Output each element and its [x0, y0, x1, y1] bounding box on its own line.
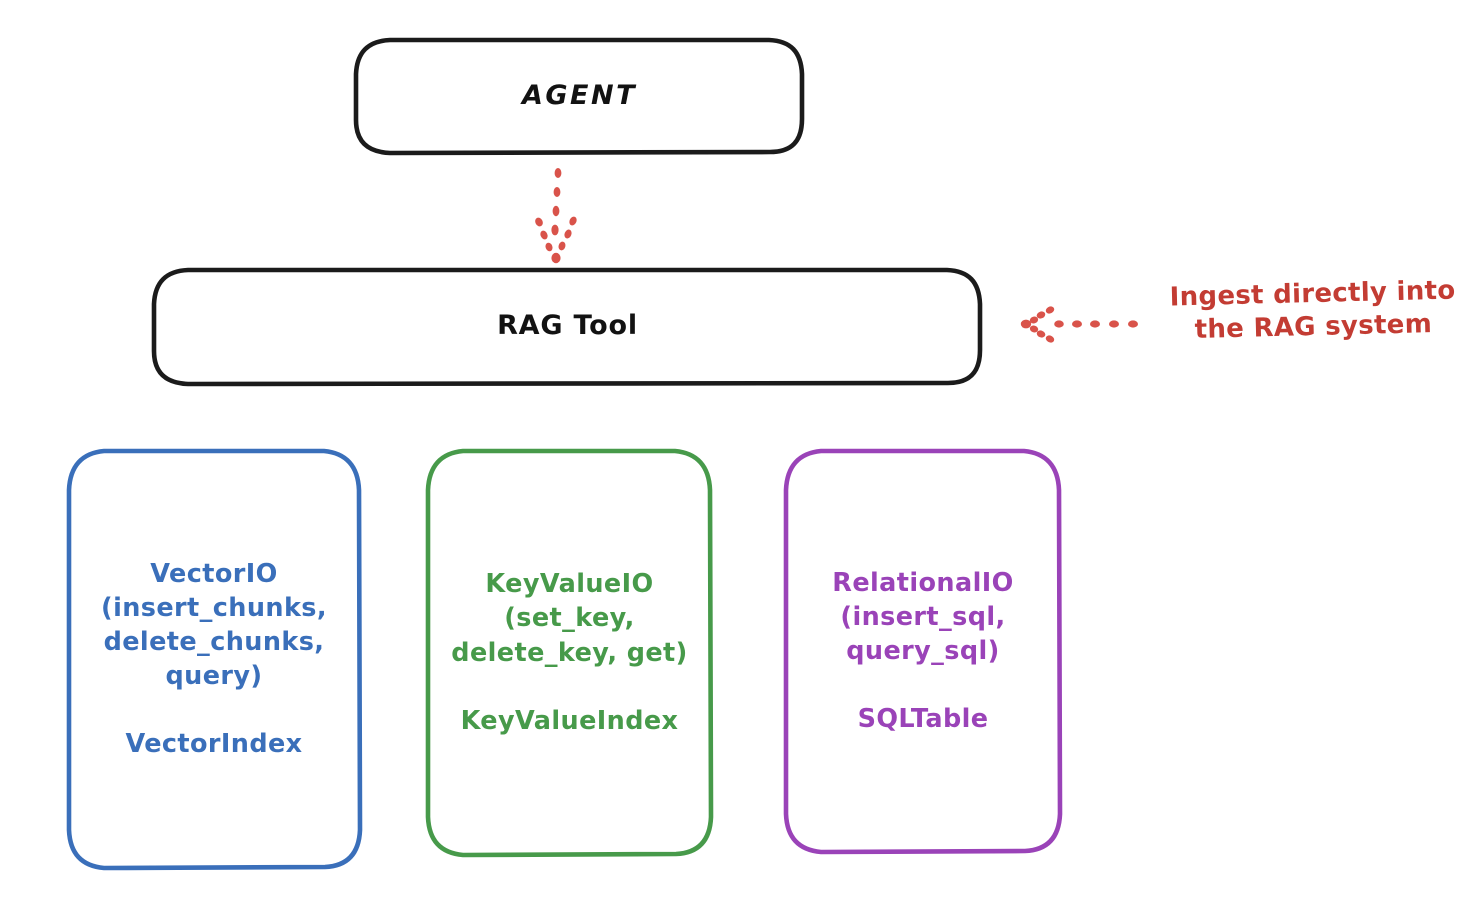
- relational-io-node[interactable]: RelationalIO (insert_sql, query_sql) SQL…: [786, 450, 1060, 852]
- rag-tool-label: RAG Tool: [497, 310, 638, 342]
- key-value-io-api-label: KeyValueIO (set_key, delete_key, get): [451, 569, 688, 668]
- key-value-index-label: KeyValueIndex: [460, 705, 679, 736]
- vector-index-label: VectorIndex: [125, 729, 303, 760]
- vector-io-box-outline[interactable]: [66, 448, 363, 871]
- vector-io-api-label: VectorIO (insert_chunks, delete_chunks, …: [101, 558, 327, 692]
- relational-io-api-label: RelationalIO (insert_sql, query_sql): [832, 567, 1014, 666]
- ingest-annotation-label: Ingest directly into the RAG system: [1169, 275, 1456, 346]
- vector-io-node[interactable]: VectorIO (insert_chunks, delete_chunks, …: [68, 450, 360, 868]
- agent-label: AGENT: [521, 79, 637, 111]
- agent-box-outline[interactable]: [353, 37, 805, 156]
- key-value-io-node[interactable]: KeyValueIO (set_key, delete_key, get) Ke…: [428, 450, 711, 855]
- connector-agent-to-rag-tool: [535, 168, 577, 264]
- agent-node[interactable]: AGENT: [355, 38, 804, 154]
- key-value-io-box-outline[interactable]: [425, 448, 714, 858]
- sql-table-label: SQLTable: [857, 704, 989, 735]
- relational-io-box-outline[interactable]: [783, 448, 1063, 855]
- connector-ingest-to-rag-tool: [1020, 306, 1138, 343]
- rag-tool-node[interactable]: RAG Tool: [153, 268, 982, 385]
- rag-tool-box-outline[interactable]: [151, 267, 983, 387]
